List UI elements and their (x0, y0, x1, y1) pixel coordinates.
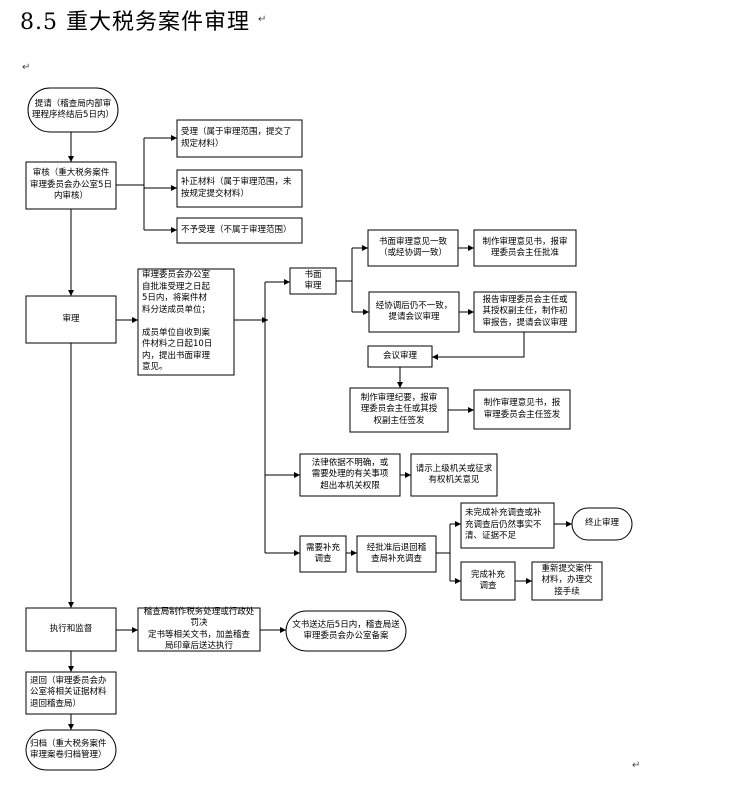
node-report-shape (473, 291, 577, 333)
paragraph-mark-icon: ↵ (22, 62, 31, 73)
node-deliver: 文书送达后5日内，稽查局送 审理委员会办公室备案 (292, 619, 400, 641)
node-written: 书面 审理 (304, 269, 322, 291)
node-unclear: 法律依据不明确，或 需要处理的有关事项 超出本机关权限 (311, 457, 389, 491)
node-accept-shape (176, 119, 303, 158)
node-request-superior: 请示上级机关或征求 有权机关意见 (415, 463, 493, 485)
node-opinion-doc2-shape (473, 389, 571, 430)
node-not-done: 未完成补充调查或补 充调查后仍然事实不 清、证据不足 (465, 508, 542, 542)
node-start-shape (27, 87, 119, 133)
node-written-agree: 书面审理意见一致 （或经协调一致） (378, 236, 447, 258)
node-produce-doc-shape (137, 607, 261, 652)
edge-report-meeting (432, 332, 525, 360)
node-report: 报告审理委员会主任或 其授权副主任，制作初 审报告，提请会议审理 (482, 294, 568, 328)
node-execute: 执行和监督 (49, 623, 93, 634)
node-return: 退回（审理委员会办 公室将相关证据材料 退回稽查局） (30, 675, 107, 709)
node-request-superior-shape (410, 453, 498, 497)
page-title: 8.5 重大税务案件审理 (20, 10, 250, 35)
node-archive: 归档（重大税务案件 审理案卷归档管理） (30, 738, 107, 760)
node-accept: 受理（属于审理范围，提交了 规定材料） (181, 127, 292, 149)
node-office: 审理委员会办公室 自批准受理之日起 5日内，将案件材 料分送成员单位； 成员单位… (142, 270, 213, 373)
node-meeting: 会议审理 (382, 350, 417, 361)
node-disagree: 经协调后仍不一致， 提请会议审理 (375, 300, 453, 322)
node-opinion-doc: 制作审理意见书，报审 理委员会主任批准 (482, 236, 568, 258)
node-minutes: 制作审理纪要，报审 理委员会主任或其授 权副主任签发 (360, 392, 438, 426)
node-resubmit: 重新提交案件 材料，办理交 接手续 (541, 563, 593, 597)
node-unclear-shape (299, 453, 401, 497)
node-produce-doc: 稽查局制作税务处理或行政处罚决 定书等相关文书，加盖稽查 局印章后送达执行 (143, 606, 255, 651)
node-need-investigation-shape (299, 535, 347, 573)
node-need-investigation: 需要补充 调查 (305, 542, 340, 564)
node-terminate: 终止审理 (584, 518, 619, 529)
node-trial: 审理 (62, 313, 80, 324)
node-done: 完成补充 调查 (470, 569, 505, 591)
node-office-shape (137, 268, 235, 376)
node-not-done-shape (460, 502, 555, 549)
paragraph-mark-icon: ↵ (632, 760, 641, 771)
node-trial-shape (25, 295, 117, 344)
node-opinion-doc2: 制作审理意见书，报 审理委员会主任签发 (483, 398, 561, 420)
paragraph-mark-icon: ↵ (258, 14, 267, 25)
node-return-shape (25, 671, 117, 715)
node-start: 提请（稽查局内部审 理程序终结后5日内） (32, 98, 114, 120)
node-supplement: 补正材料（属于审理范围，未 按规定提交材料） (181, 177, 292, 199)
node-approved-return: 经批准后退回稽 查局补充调查 (366, 542, 427, 564)
node-deliver-shape (285, 610, 407, 652)
node-done-shape (460, 561, 516, 601)
node-approved-return-shape (356, 535, 437, 573)
node-resubmit-shape (531, 561, 603, 601)
node-minutes-shape (349, 387, 449, 433)
node-supplement-shape (176, 169, 303, 208)
node-review: 审核（重大税务案件 审理委员会办公室5日 内审核） (30, 168, 112, 202)
node-reject: 不予受理（不属于审理范围） (181, 224, 292, 235)
